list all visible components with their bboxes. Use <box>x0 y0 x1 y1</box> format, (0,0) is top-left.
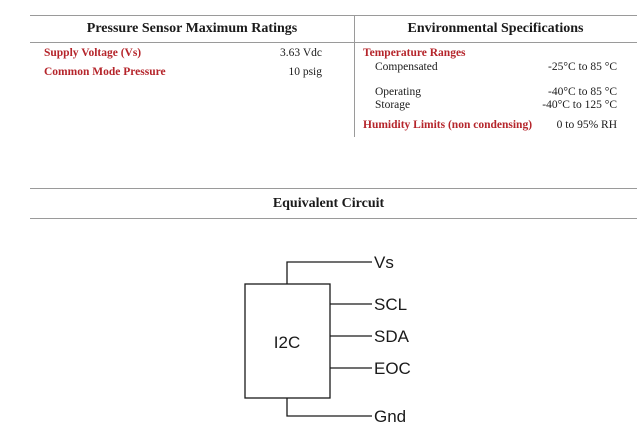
max-ratings-title: Pressure Sensor Maximum Ratings <box>86 21 298 36</box>
vs-wire <box>286 261 372 284</box>
operating-label: Operating <box>375 86 421 98</box>
humidity-limits-value: 0 to 95% RH <box>556 119 617 131</box>
storage-value: -40°C to 125 °C <box>542 99 617 111</box>
circuit-title: Equivalent Circuit <box>272 196 385 211</box>
supply-voltage-value: 3.63 Vdc <box>280 47 322 59</box>
common-mode-pressure-label: Common Mode Pressure <box>44 66 166 78</box>
common-mode-pressure-value: 10 psig <box>288 66 322 78</box>
humidity-limits-label: Humidity Limits (non condensing) <box>363 119 533 131</box>
compensated-value: -25°C to 85 °C <box>548 61 617 73</box>
table-header-rule <box>30 42 637 43</box>
pin-sda-label: SDA <box>374 327 410 346</box>
env-specs-title: Environmental Specifications <box>407 21 584 36</box>
pin-eoc-label: EOC <box>374 359 411 378</box>
circuit-top-rule <box>30 188 637 189</box>
compensated-label: Compensated <box>375 61 438 73</box>
supply-voltage-label: Supply Voltage (Vs) <box>44 47 142 59</box>
circuit-header-rule <box>30 218 637 219</box>
operating-value: -40°C to 85 °C <box>548 86 617 98</box>
table-top-rule <box>30 15 637 16</box>
pin-vs-label: Vs <box>374 253 394 272</box>
storage-label: Storage <box>375 99 411 111</box>
gnd-wire <box>286 398 372 417</box>
temperature-ranges-label: Temperature Ranges <box>363 47 466 59</box>
table-column-divider <box>354 15 355 137</box>
i2c-block-label: I2C <box>274 333 300 352</box>
pin-gnd-label: Gnd <box>374 407 406 426</box>
pin-scl-label: SCL <box>374 295 407 314</box>
